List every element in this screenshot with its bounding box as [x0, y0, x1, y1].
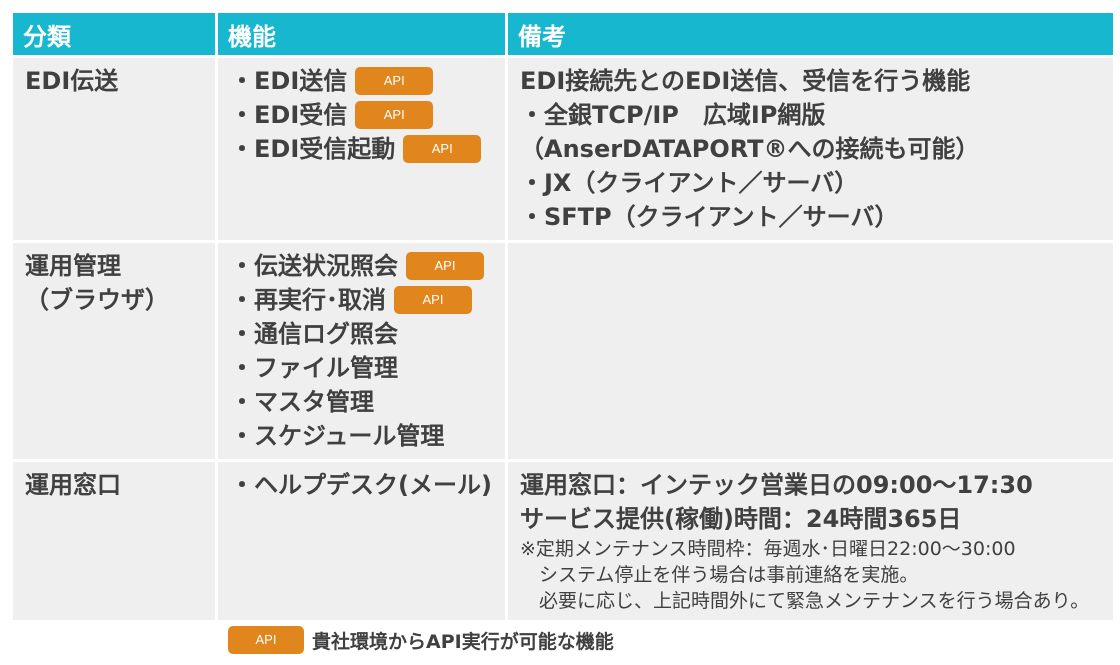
legend-api-badge: API — [228, 626, 304, 654]
note-line: ・SFTP（クライアント／サーバ） — [520, 203, 899, 231]
maintenance-note: システム停止を伴う場合は事前連絡を実施。 — [520, 564, 919, 586]
category-cell: 運用管理 （ブラウザ） — [13, 243, 215, 459]
table-row: 運用窓口 ・ヘルプデスク(メール) 運用窓口：インテック営業日の09:00～17:3… — [13, 462, 1113, 620]
note-line: （AnserDATAPORT®への接続も可能） — [520, 135, 980, 163]
legend-text: 貴社環境からAPI実行が可能な機能 — [312, 630, 614, 653]
function-item: ・ファイル管理 — [230, 351, 495, 385]
function-item: ・スケジュール管理 — [230, 419, 495, 453]
api-badge: API — [406, 252, 484, 280]
function-label: ・通信ログ照会 — [230, 320, 398, 348]
function-list: ・ヘルプデスク(メール) — [230, 468, 495, 502]
function-item: ・ヘルプデスク(メール) — [230, 468, 495, 502]
category-cell: EDI伝送 — [13, 58, 215, 240]
function-item: ・マスタ管理 — [230, 385, 495, 419]
function-label: ・EDI送信 — [230, 67, 348, 95]
maintenance-note: ※定期メンテナンス時間枠：毎週水･日曜日22:00～30:00 — [520, 538, 1016, 560]
api-badge: API — [355, 101, 434, 129]
category-label: 運用窓口 — [25, 471, 121, 499]
api-badge: API — [355, 67, 434, 95]
function-label: ・再実行･取消 — [230, 286, 386, 314]
function-cell: ・ヘルプデスク(メール) — [218, 462, 505, 620]
header-category: 分類 — [13, 13, 215, 55]
function-label: ・マスタ管理 — [230, 388, 374, 416]
note-line: ・JX（クライアント／サーバ） — [520, 169, 859, 197]
function-item: ・通信ログ照会 — [230, 317, 495, 351]
table-row: 運用管理 （ブラウザ） ・伝送状況照会 API ・再実行･取消 API ・通信ログ照会・ファ… — [13, 243, 1113, 459]
function-label: ・ファイル管理 — [230, 354, 398, 382]
notes-cell: 運用窓口：インテック営業日の09:00～17:30 サービス提供(稼働)時間：24… — [508, 462, 1113, 620]
function-label: ・スケジュール管理 — [230, 422, 445, 450]
header-function: 機能 — [218, 13, 505, 55]
table-header-row: 分類 機能 備考 — [13, 13, 1113, 55]
note-line: サービス提供(稼働)時間：24時間365日 — [520, 505, 962, 533]
api-badge: API — [403, 135, 482, 163]
category-label: EDI伝送 — [25, 67, 119, 95]
notes-cell: EDI接続先とのEDI送信、受信を行う機能・全銀TCP/IP 広域IP網版 （An… — [508, 58, 1113, 240]
header-notes: 備考 — [508, 13, 1113, 55]
function-list: ・伝送状況照会 API ・再実行･取消 API ・通信ログ照会・ファイル管理・マスタ管理… — [230, 249, 495, 453]
api-badge: API — [394, 286, 472, 314]
function-item: ・伝送状況照会 API — [230, 249, 495, 283]
note-line: EDI接続先とのEDI送信、受信を行う機能 — [520, 67, 971, 95]
function-label: ・EDI受信起動 — [230, 135, 396, 163]
category-label: （ブラウザ） — [25, 286, 169, 314]
legend: API 貴社環境からAPI実行が可能な機能 — [228, 626, 614, 654]
category-cell: 運用窓口 — [13, 462, 215, 620]
note-line: 運用窓口：インテック営業日の09:00～17:30 — [520, 471, 1033, 499]
function-label: ・ヘルプデスク(メール) — [230, 471, 492, 499]
maintenance-note: 必要に応じ、上記時間外にて緊急メンテナンスを行う場合あり。 — [520, 590, 1090, 612]
function-label: ・EDI受信 — [230, 101, 348, 129]
function-cell: ・伝送状況照会 API ・再実行･取消 API ・通信ログ照会・ファイル管理・マスタ管理… — [218, 243, 505, 459]
notes-cell — [508, 243, 1113, 459]
function-label: ・伝送状況照会 — [230, 252, 398, 280]
category-label: 運用管理 — [25, 252, 121, 280]
note-line: ・全銀TCP/IP 広域IP網版 — [520, 101, 826, 129]
function-item: ・再実行･取消 API — [230, 283, 495, 317]
